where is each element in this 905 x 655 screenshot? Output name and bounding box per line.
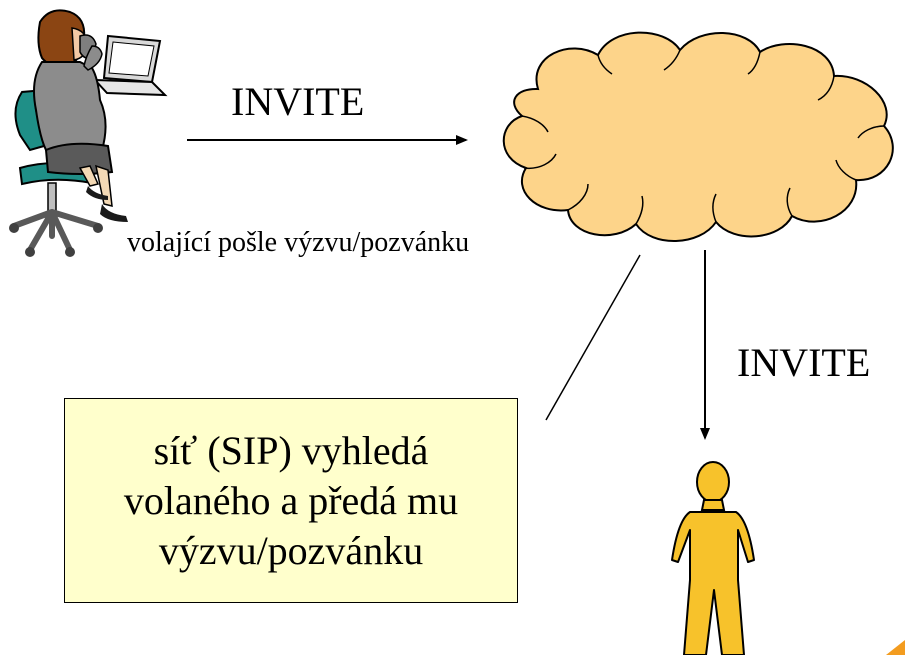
callee-person-icon [671, 461, 755, 655]
network-callout-box: síť (SIP) vyhledá volaného a předá mu vý… [64, 398, 518, 603]
invite-label-right: INVITE [737, 340, 871, 385]
caller-caption: volající pošle výzvu/pozvánku [127, 227, 470, 258]
cloud-network-icon [502, 31, 894, 242]
callout-pointer-line [545, 254, 641, 421]
callout-line: síť (SIP) vyhledá [153, 427, 429, 473]
caller-at-desk-icon [9, 9, 168, 257]
callout-line: volaného a předá mu [123, 477, 459, 523]
callout-line: výzvu/pozvánku [158, 527, 424, 573]
corner-mark-icon [886, 640, 905, 655]
invite-label-top: INVITE [231, 79, 365, 124]
